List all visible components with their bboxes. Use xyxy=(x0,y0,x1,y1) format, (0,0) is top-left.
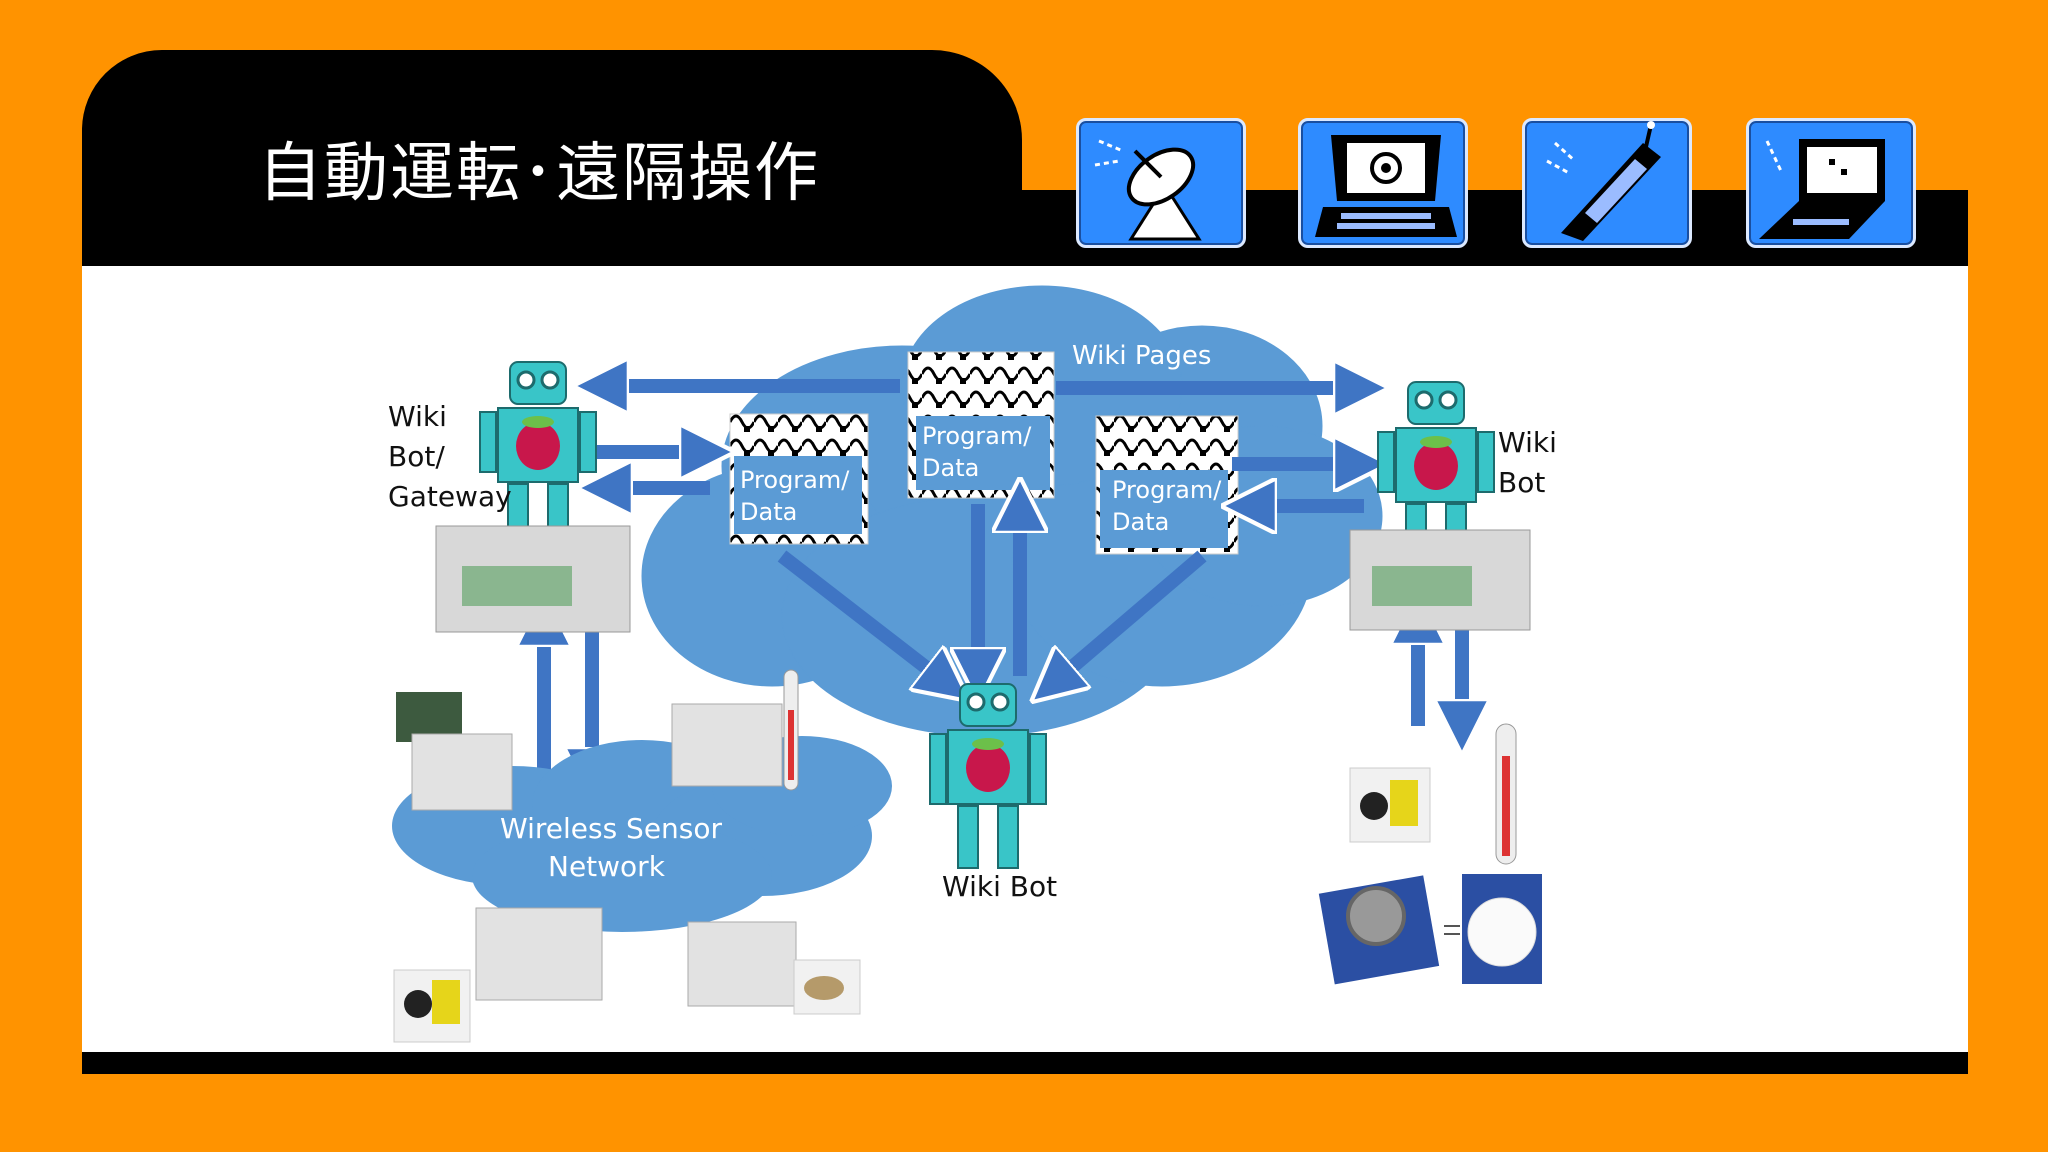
program-data-card-center: Program/ Data xyxy=(907,351,1055,499)
sensor-photos xyxy=(393,669,861,1043)
robot-gateway xyxy=(479,361,597,551)
program-data-label: Data xyxy=(740,498,797,526)
arrows xyxy=(544,386,1462,778)
content-panel: Wiki Pages Program/ Data Program/ Data P… xyxy=(82,266,1968,1052)
program-data-label: Program/ xyxy=(1112,476,1222,504)
gateway-board-photo xyxy=(435,525,631,633)
program-data-card-right: Program/ Data xyxy=(1095,415,1239,555)
robot-center xyxy=(929,683,1047,869)
wsn-label: Network xyxy=(548,850,666,883)
gateway-label: Wiki xyxy=(388,400,447,433)
laptop-icon xyxy=(1746,118,1916,248)
satellite-dish-icon xyxy=(1076,118,1246,248)
right-bot-label: Wiki xyxy=(1498,426,1557,459)
mobile-phone-icon xyxy=(1522,118,1692,248)
right-board-photo xyxy=(1349,529,1531,631)
right-bot-label: Bot xyxy=(1498,466,1545,499)
computer-email-icon xyxy=(1298,118,1468,248)
architecture-diagram: Wiki Pages Program/ Data Program/ Data P… xyxy=(388,285,1557,1043)
gateway-label: Gateway xyxy=(388,480,512,513)
program-data-label: Program/ xyxy=(922,422,1032,450)
bottom-bar xyxy=(82,1052,1968,1074)
right-sensors xyxy=(1318,723,1542,985)
program-data-label: Data xyxy=(1112,508,1169,536)
center-bot-label: Wiki Bot xyxy=(942,870,1057,903)
program-data-card-left: Program/ Data xyxy=(729,413,869,545)
page-title: 自動運転･遠隔操作 xyxy=(258,137,820,211)
gateway-label: Bot/ xyxy=(388,440,445,473)
program-data-label: Data xyxy=(922,454,979,482)
program-data-label: Program/ xyxy=(740,466,850,494)
wsn-label: Wireless Sensor xyxy=(500,812,723,845)
robot-right xyxy=(1377,381,1495,571)
wiki-pages-label: Wiki Pages xyxy=(1072,341,1211,371)
